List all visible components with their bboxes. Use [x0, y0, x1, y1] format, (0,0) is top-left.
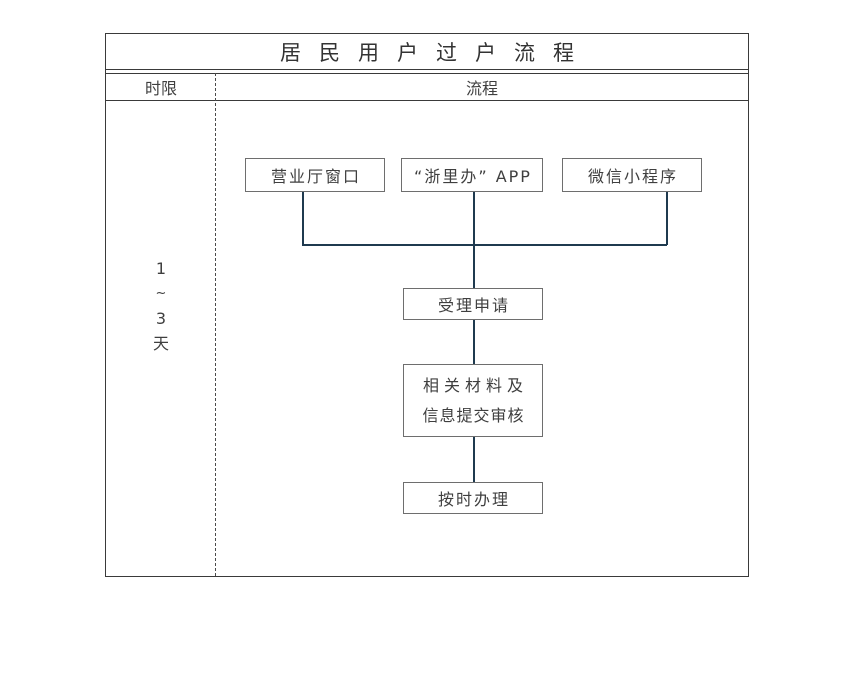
- connector-materials-to-final: [473, 437, 475, 482]
- time-limit-line: 天: [152, 334, 169, 353]
- node-materials-review-line1: 相关材料及: [422, 375, 528, 395]
- title-row: 居民用户过户流程: [106, 34, 748, 70]
- header-row: 时限 流程: [106, 73, 748, 101]
- time-limit-line: ~: [155, 286, 167, 301]
- node-accept-application: 受理申请: [403, 288, 543, 320]
- time-limit-value: 1 ~ 3 天: [106, 256, 216, 356]
- connector-merge-line: [302, 244, 667, 246]
- connector-right-stub: [666, 192, 668, 245]
- time-limit-line: 1: [155, 259, 167, 278]
- page-title: 居民用户过户流程: [280, 40, 592, 65]
- node-materials-review-line2: 信息提交审核: [422, 405, 525, 425]
- column-divider-dashed: [215, 73, 216, 576]
- connector-accept-to-materials: [473, 320, 475, 364]
- node-business-hall-window: 营业厅窗口: [245, 158, 385, 192]
- header-time-limit: 时限: [144, 79, 177, 98]
- connector-left-stub: [302, 192, 304, 245]
- header-process: 流程: [465, 79, 498, 98]
- node-wechat-mini-program: 微信小程序: [562, 158, 702, 192]
- time-limit-line: 3: [155, 309, 167, 328]
- node-process-on-time: 按时办理: [403, 482, 543, 514]
- node-zheliban-app: “浙里办” APP: [401, 158, 543, 192]
- node-materials-review: 相关材料及 信息提交审核: [403, 364, 543, 437]
- connector-center-stub: [473, 192, 475, 288]
- flowchart-table: 居民用户过户流程 时限 流程 1 ~ 3 天 营业厅窗口 “浙里办” APP 微…: [105, 33, 749, 577]
